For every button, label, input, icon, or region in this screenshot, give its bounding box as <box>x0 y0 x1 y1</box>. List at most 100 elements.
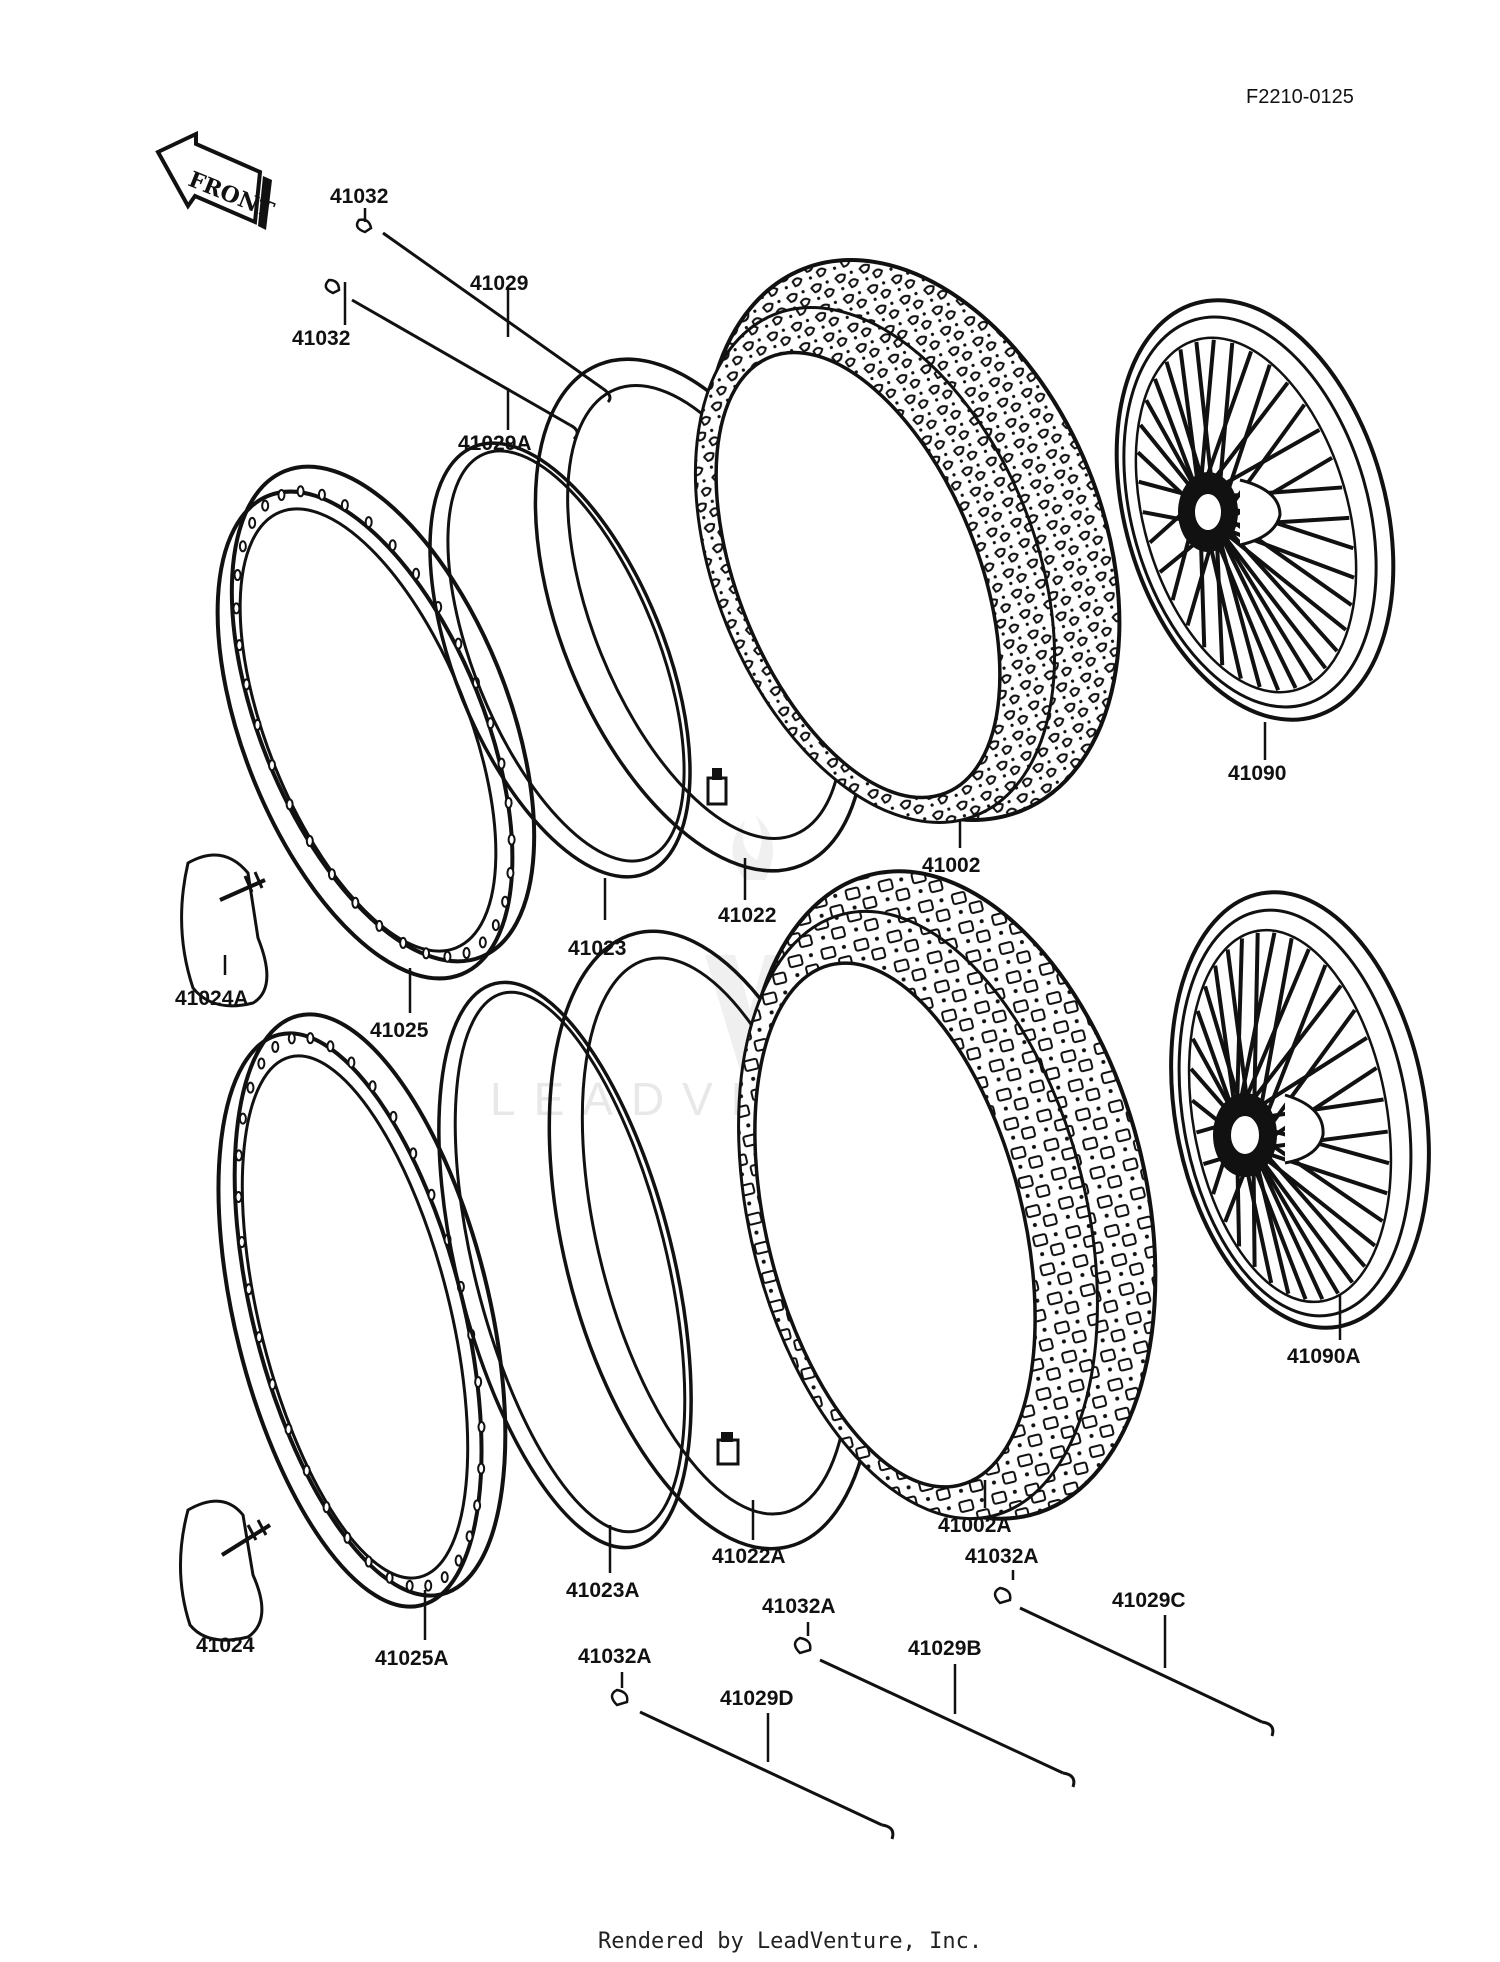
part-label: 41029 <box>470 272 528 295</box>
wheel-spoke <box>1214 525 1298 689</box>
part-label: 41032A <box>578 1645 652 1668</box>
rim-strip-41024a <box>180 853 269 1008</box>
spoke-hole <box>504 796 513 809</box>
spoke-hole <box>343 1531 352 1544</box>
valve-stem-icon <box>706 768 728 806</box>
part-label: 41090A <box>1287 1345 1361 1368</box>
wheel-spoke <box>1234 932 1277 1122</box>
wheel-spoke <box>1251 1148 1291 1295</box>
spoke-hole <box>268 1378 277 1391</box>
part-label: 41029B <box>908 1637 982 1660</box>
wheel-spoke <box>1215 524 1355 580</box>
spoke-hole <box>389 1110 398 1123</box>
front-arrow-icon: FRONT <box>155 130 278 230</box>
spoke-hole <box>497 757 506 770</box>
spoke-hole <box>364 1555 373 1568</box>
part-label: 41024A <box>175 987 249 1010</box>
spoke-hole <box>234 1190 243 1203</box>
part-labels: 41032 41032 41029 41029A 41090 41002 410… <box>175 185 1361 1710</box>
spoke-hole <box>242 678 251 691</box>
spoke-hole <box>368 1080 377 1093</box>
spoke-hole <box>284 1423 293 1436</box>
leader-lines <box>223 208 1342 1762</box>
spoke-hole <box>422 947 431 960</box>
spoke-hole <box>351 896 360 909</box>
rim-strip-41024 <box>178 1499 272 1642</box>
valve-stem-icon <box>716 1432 740 1466</box>
spoke-hole <box>385 1571 394 1584</box>
wheel-spoke <box>1234 948 1311 1122</box>
spoke-hole <box>462 947 471 960</box>
spoke-41029c <box>993 1586 1275 1737</box>
spoke-hole <box>246 1081 255 1094</box>
rim-band-41023a <box>437 980 693 1550</box>
spoke-hole <box>287 1032 296 1045</box>
figure-reference: F2210-0125 <box>1246 86 1354 108</box>
spoke-hole <box>271 1040 280 1053</box>
spoke-hole <box>364 516 373 529</box>
wheel-spoke <box>1251 1147 1354 1284</box>
spoke-hole <box>405 1579 414 1592</box>
part-label: 41029D <box>720 1687 794 1710</box>
spoke-hole <box>454 637 463 650</box>
wheel-assembly-41090a <box>1169 890 1431 1330</box>
spoke-hole <box>248 516 257 529</box>
wheel-spoke <box>1251 1148 1325 1301</box>
wheel-spoke <box>1213 965 1239 1122</box>
wheel-spoke <box>1252 1147 1388 1196</box>
spoke-41029 <box>355 218 612 404</box>
spoke-hole <box>412 567 421 580</box>
spoke-hole <box>285 798 294 811</box>
spoke-41029d <box>610 1688 895 1840</box>
tire-41002 <box>693 258 1122 824</box>
spoke-hole <box>501 895 510 908</box>
spoke-hole <box>477 1462 486 1475</box>
spoke-hole <box>253 718 262 731</box>
spoke-hole <box>478 936 487 949</box>
spoke-hole <box>473 1499 482 1512</box>
spoke-hole <box>257 1057 266 1070</box>
spoke-hole <box>440 1571 449 1584</box>
spoke-hole <box>409 1147 418 1160</box>
spoke-hole <box>477 1421 486 1434</box>
rim-band-41023 <box>428 441 692 879</box>
spoke-hole <box>305 835 314 848</box>
spoke-41029b <box>793 1636 1076 1788</box>
spoke-hole <box>306 1032 315 1045</box>
wheel-spoke <box>1234 938 1244 1122</box>
spoke-hole <box>399 936 408 949</box>
spoke-hole <box>302 1464 311 1477</box>
spoke-hole <box>347 1056 356 1069</box>
spoke-hole <box>424 1579 433 1592</box>
wheel-spoke <box>1197 339 1216 499</box>
wheel-spoke <box>1178 349 1202 499</box>
spoke-hole <box>317 488 326 501</box>
spoke-hole <box>443 950 452 963</box>
part-label: 41090 <box>1228 762 1286 785</box>
part-label: 41023 <box>568 937 626 960</box>
part-label: 41032A <box>762 1595 836 1618</box>
spoke-hole <box>234 1149 243 1162</box>
rim-41025a <box>216 1012 508 1609</box>
part-label: 41002A <box>938 1514 1012 1537</box>
spoke-hole <box>427 1188 436 1201</box>
spoke-hole <box>326 1040 335 1053</box>
tire-41002a <box>737 869 1158 1521</box>
part-label: 41002 <box>922 854 980 877</box>
spoke-hole <box>491 919 500 932</box>
wheel-assembly-41090 <box>1114 298 1396 722</box>
spoke-hole <box>465 1530 474 1543</box>
spoke-41029a <box>324 278 579 441</box>
wheel-spoke <box>1214 525 1262 688</box>
spoke-hole <box>296 485 305 498</box>
part-label: 41022A <box>712 1545 786 1568</box>
part-label: 41022 <box>718 904 776 927</box>
part-label: 41029A <box>458 432 532 455</box>
part-label: 41025 <box>370 1019 429 1042</box>
footer-credit: Rendered by LeadVenture, Inc. <box>598 1929 982 1954</box>
part-label: 41023A <box>566 1579 640 1602</box>
part-label: 41024 <box>196 1634 255 1657</box>
part-label: 41029C <box>1112 1589 1186 1612</box>
spoke-hole <box>235 639 244 652</box>
